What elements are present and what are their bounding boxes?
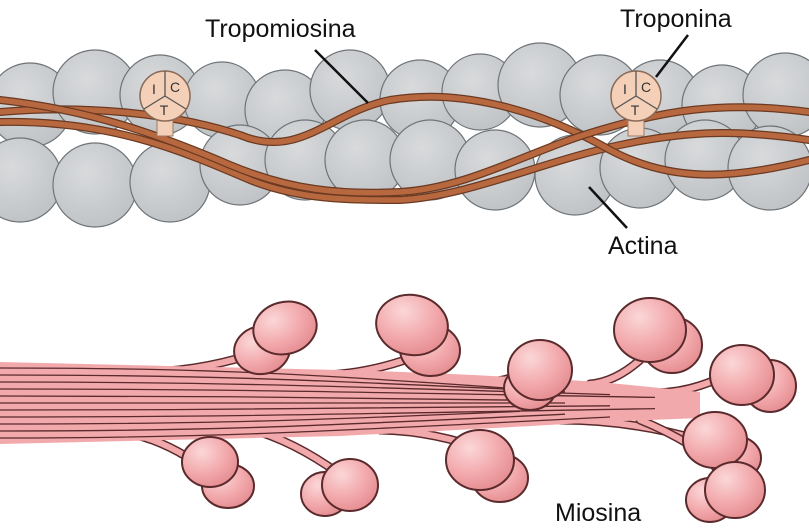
myosin-head-lobe	[710, 345, 774, 405]
myosin-head	[446, 430, 528, 502]
myosin-head	[710, 345, 796, 412]
actin-label: Actina	[608, 232, 678, 260]
troponin-subunit-label: C	[641, 79, 651, 95]
actin-monomer	[53, 143, 137, 227]
myosin-head	[301, 459, 378, 516]
troponin-subunit-label: I	[152, 81, 156, 97]
tropomyosin-label: Tropomiosina	[205, 15, 356, 43]
myosin-head-lobe	[614, 298, 686, 362]
thick-filament	[0, 289, 796, 522]
myosin-tail-bundle	[0, 362, 700, 444]
myosin-head-lobe	[322, 459, 378, 511]
myosin-head	[686, 462, 765, 522]
myosin-head-lobe	[446, 430, 514, 490]
troponin-label: Troponina	[620, 5, 732, 33]
troponin-subunit-label: T	[631, 102, 640, 118]
myosin-head	[182, 437, 254, 508]
myosin-head-lobe	[705, 462, 765, 518]
myosin-head	[230, 295, 322, 379]
myosin-label: Miosina	[555, 499, 641, 527]
troponin-subunit-label: C	[170, 79, 180, 95]
myosin-head-lobe	[508, 340, 572, 400]
troponin-subunit-label: T	[160, 102, 169, 118]
myosin-head	[614, 298, 702, 373]
myosin-head-lobe	[182, 437, 238, 487]
myosin-head-lobe	[683, 412, 747, 468]
troponin-subunit-label: I	[623, 81, 627, 97]
